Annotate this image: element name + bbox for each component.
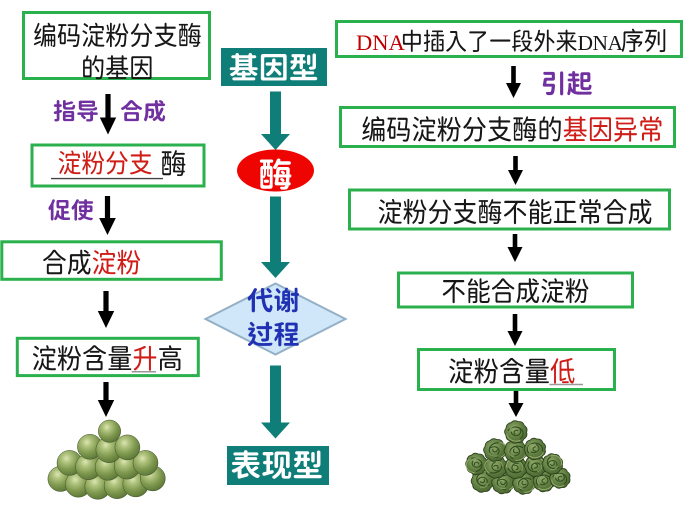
svg-text:DNA: DNA: [356, 30, 405, 55]
svg-text:DNA: DNA: [578, 31, 624, 55]
